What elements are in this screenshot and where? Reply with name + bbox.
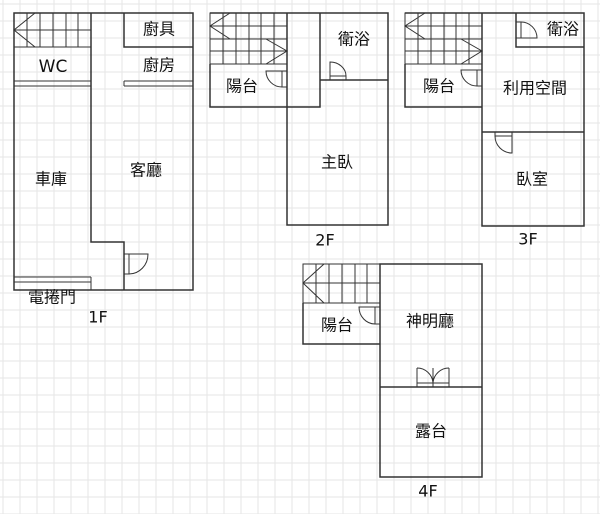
floor-4f: 陽台 神明廳 露台 4F xyxy=(302,263,483,501)
floor-2f: 陽台 衛浴 主臥 2F xyxy=(209,12,389,250)
door-icon xyxy=(329,61,347,81)
roller-door-label: 電捲門 xyxy=(28,288,76,307)
3f-balcony-wall xyxy=(404,64,482,108)
room-label: 車庫 xyxy=(35,170,67,189)
door-icon xyxy=(358,306,381,325)
2f-balcony-wall xyxy=(209,13,321,108)
room-label: WC xyxy=(39,57,68,77)
room-label: 客廳 xyxy=(130,161,162,180)
room-label: 衛浴 xyxy=(338,30,370,49)
1f-stairs xyxy=(13,12,92,48)
floor-label: 1F xyxy=(88,308,107,327)
door-icon xyxy=(123,253,149,275)
door-icon xyxy=(515,21,538,39)
room-label: 衛浴 xyxy=(547,20,579,39)
room-label: 露台 xyxy=(415,422,447,441)
floor-label: 3F xyxy=(518,230,537,249)
1f-kitchen-cabinet-wall xyxy=(123,13,193,48)
floor-label: 4F xyxy=(418,482,437,501)
double-door-icon xyxy=(416,367,450,388)
3f-outer-wall xyxy=(405,12,585,227)
4f-balcony-wall xyxy=(302,303,380,345)
room-label: 廚房 xyxy=(143,56,175,75)
4f-outer-wall xyxy=(379,263,483,478)
room-label: 利用空間 xyxy=(503,79,567,98)
2f-stairs xyxy=(209,12,288,65)
1f-roller-door xyxy=(14,276,92,290)
door-icon xyxy=(265,70,288,88)
room-label: 神明廳 xyxy=(406,312,454,331)
4f-stairs xyxy=(302,263,381,304)
room-label: 陽台 xyxy=(321,316,353,335)
room-label: 臥室 xyxy=(516,170,548,189)
door-icon xyxy=(494,131,513,154)
floor-3f: 陽台 衛浴 利用空間 臥室 3F xyxy=(404,12,585,249)
door-icon xyxy=(460,69,483,87)
room-label: 廚具 xyxy=(143,20,175,39)
floor-label: 2F xyxy=(315,231,334,250)
floor-1f: 廚具 WC 廚房 車庫 客廳 電捲門 1F xyxy=(13,12,194,327)
1f-outer-wall xyxy=(13,12,194,291)
room-label: 陽台 xyxy=(226,77,258,96)
room-label: 陽台 xyxy=(423,77,455,96)
room-label: 主臥 xyxy=(321,153,353,172)
2f-outer-wall xyxy=(210,12,389,226)
